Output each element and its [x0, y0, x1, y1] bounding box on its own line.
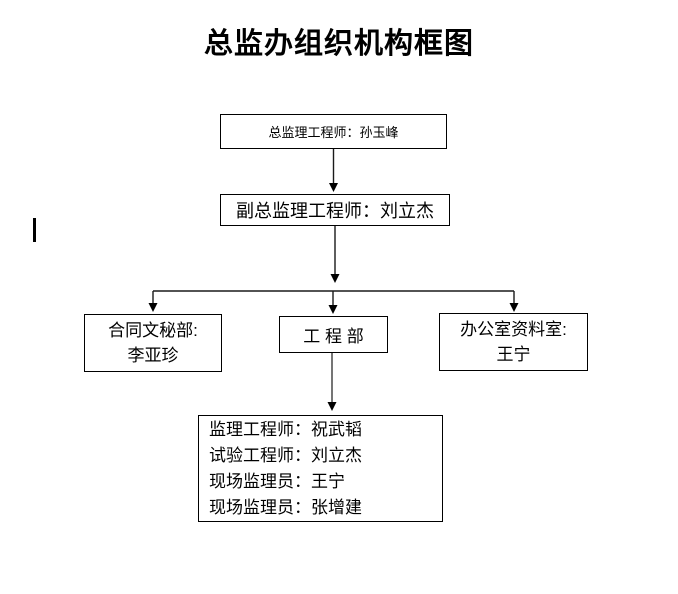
deputy-chief-engineer-label: 副总监理工程师：刘立杰 — [236, 201, 434, 221]
text-cursor — [33, 218, 36, 242]
connector-deputy-to-bar — [330, 226, 340, 283]
connector-engineering-to-staff — [327, 353, 337, 411]
chief-engineer-label: 总监理工程师：孙玉峰 — [268, 125, 399, 140]
staff-line: 现场监理员：王宁 — [209, 471, 345, 491]
node-engineering-staff-list: 监理工程师：祝武韬 试验工程师：刘立杰 现场监理员：王宁 现场监理员：张增建 — [198, 415, 443, 522]
node-office-archive-room: 办公室资料室: 王宁 — [439, 313, 588, 371]
connector-chief-to-deputy — [329, 149, 338, 192]
contract-dept-name: 合同文秘部: — [108, 321, 198, 340]
engineering-dept-name: 工 程 部 — [303, 327, 364, 346]
node-chief-engineer: 总监理工程师：孙玉峰 — [220, 114, 447, 149]
staff-line: 现场监理员：张增建 — [209, 497, 362, 517]
office-archive-name: 办公室资料室: — [460, 320, 567, 339]
connector-distribution-bar — [148, 290, 519, 314]
node-deputy-chief-engineer: 副总监理工程师：刘立杰 — [220, 194, 450, 226]
office-archive-person: 王宁 — [496, 345, 531, 364]
contract-dept-person: 李亚珍 — [127, 346, 179, 365]
staff-line: 试验工程师：刘立杰 — [209, 445, 362, 465]
node-contract-secretary-dept: 合同文秘部: 李亚珍 — [84, 314, 222, 372]
page-title: 总监办组织机构框图 — [203, 28, 474, 60]
node-engineering-dept: 工 程 部 — [279, 316, 388, 353]
staff-line: 监理工程师：祝武韬 — [209, 419, 362, 439]
